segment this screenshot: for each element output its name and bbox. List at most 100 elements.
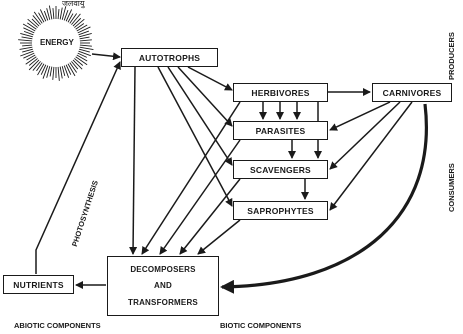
autotrophs-to-decomposers-arrow: [129, 66, 138, 255]
sun-ray: [72, 59, 83, 70]
parasites-box: PARASITES: [233, 121, 328, 140]
sun-ray: [52, 66, 55, 80]
transformers-label: TRANSFORMERS: [128, 298, 198, 308]
sun-ray: [32, 61, 41, 71]
sun-ray: [79, 44, 92, 47]
sun-ray: [42, 65, 49, 79]
sun-ray: [46, 8, 51, 20]
sun-ray: [75, 56, 88, 66]
sun-ray: [63, 65, 70, 78]
sun-ray: [23, 30, 34, 36]
sun-ray: [61, 6, 67, 20]
sun-ray: [71, 13, 81, 25]
energy-to-autotrophs-arrow: [91, 52, 121, 61]
sun-ray: [46, 66, 51, 78]
saprophytes-to-decomposers-arrow: [197, 219, 241, 255]
saprophytes-box: SAPROPHYTES: [233, 201, 328, 220]
scavengers-label: SCAVENGERS: [250, 164, 311, 175]
sun-ray: [27, 22, 37, 30]
autotrophs-to-parasites-arrow: [177, 66, 233, 127]
sun-ray: [74, 58, 84, 66]
energy-label: ENERGY: [40, 38, 74, 47]
autotrophs-box: AUTOTROPHS: [121, 48, 218, 67]
sun-ray: [18, 39, 33, 42]
sun-ray: [57, 9, 60, 20]
sun-ray: [79, 36, 90, 40]
sun-ray: [48, 5, 53, 20]
herbivores-label: HERBIVORES: [251, 87, 310, 98]
decomposers-label: DECOMPOSERS: [130, 264, 196, 274]
sun-ray: [76, 24, 88, 32]
decomposers-box: DECOMPOSERS AND TRANSFORMERS: [107, 256, 219, 316]
autotrophs-to-scavengers-arrow: [167, 66, 233, 166]
sun-ray: [22, 48, 33, 53]
sun-ray: [28, 59, 40, 71]
sun-icon: [18, 5, 94, 81]
autotrophs-to-saprophytes-arrow: [157, 66, 233, 207]
sun-ray: [63, 9, 69, 21]
carnivores-label: CARNIVORES: [382, 87, 442, 98]
sun-ray: [23, 27, 35, 34]
sun-ray: [78, 30, 90, 36]
sun-ray: [76, 54, 88, 62]
sun-ray: [28, 58, 38, 66]
sun-ray: [78, 50, 91, 57]
sun-ray: [67, 13, 74, 23]
sun-ray: [79, 46, 94, 51]
sun-ray: [52, 8, 55, 20]
carnivores-to-scavengers-arrow: [329, 101, 401, 170]
sun-ray: [67, 63, 76, 77]
sun-ray: [71, 61, 79, 70]
sun-ray: [36, 62, 43, 72]
sun-ray: [75, 23, 85, 30]
sun-ray: [65, 9, 73, 22]
herbivores-to-decomposers-arrow: [141, 101, 241, 255]
sun-ray: [65, 64, 72, 75]
sun-ray: [69, 13, 78, 24]
sun-ray: [25, 56, 37, 65]
scavengers-box: SCAVENGERS: [233, 160, 328, 179]
sun-ray: [20, 50, 34, 57]
sun-ray: [79, 39, 92, 42]
sun-ray: [40, 64, 47, 75]
nutrients-box: NUTRIENTS: [3, 275, 74, 294]
sun-ray: [19, 46, 33, 50]
sun-ray: [79, 32, 92, 38]
sun-ray: [26, 54, 36, 61]
sun-ray: [39, 9, 47, 22]
sun-ray: [22, 23, 36, 32]
producers-label: PRODUCERS: [447, 32, 456, 80]
nutrients-to-autotrophs-arrow: [35, 61, 121, 274]
biotic-components-label: BIOTIC COMPONENTS: [220, 321, 302, 330]
sun-ray: [23, 52, 35, 59]
and-label: AND: [154, 281, 172, 291]
abiotic-components-label: ABIOTIC COMPONENTS: [14, 321, 101, 330]
sun-ray: [59, 66, 63, 79]
parasites-label: PARASITES: [255, 125, 306, 136]
sun-ray: [69, 62, 78, 73]
sun-ray: [38, 12, 45, 23]
nutrients-label: NUTRIENTS: [13, 279, 64, 290]
sun-ray: [72, 17, 82, 27]
sun-ray: [33, 11, 43, 24]
saprophytes-label: SAPROPHYTES: [247, 205, 314, 216]
consumers-label: CONSUMERS: [447, 163, 456, 212]
top-fragment-text: जलवायु: [62, 0, 85, 8]
sun-ray: [77, 52, 88, 58]
carnivores-to-decomposers-arrow: [220, 103, 428, 294]
carnivores-box: CARNIVORES: [372, 83, 452, 102]
sun-ray: [22, 44, 33, 47]
sun-ray: [74, 18, 85, 28]
sun-ray: [77, 26, 91, 34]
sun-ray: [79, 48, 90, 53]
sun-ray: [61, 66, 66, 76]
scavengers-to-decomposers-arrow: [179, 178, 241, 255]
sun-ray: [21, 36, 33, 40]
sun-ray: [43, 10, 49, 21]
autotrophs-to-herbivores-arrow: [187, 66, 233, 91]
sun-ray: [27, 18, 38, 28]
carnivores-to-parasites-arrow: [329, 101, 391, 131]
sun-ray: [49, 66, 53, 77]
sun-ray: [20, 32, 33, 38]
